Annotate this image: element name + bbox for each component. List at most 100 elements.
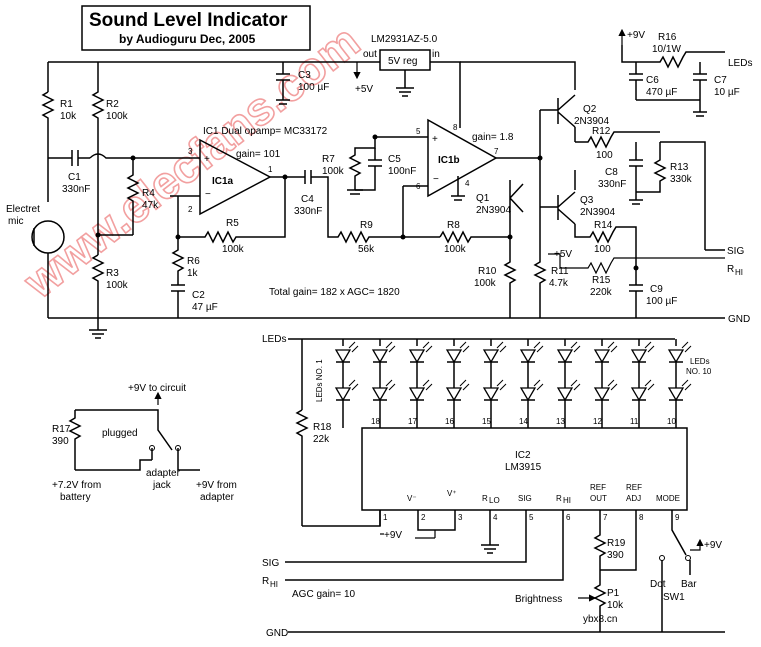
r16-value: 10/1W xyxy=(652,44,681,55)
leds-top: LEDs xyxy=(728,58,752,69)
c7-value: 10 µF xyxy=(714,87,740,98)
r17 xyxy=(68,410,82,470)
c4-name: C4 xyxy=(301,194,314,205)
r3 xyxy=(91,254,105,318)
r2-value: 100k xyxy=(106,111,129,122)
r18 xyxy=(295,409,309,526)
plus5-label: +5V xyxy=(355,84,373,95)
c1-to-opamp xyxy=(89,153,195,159)
pin-label-refout: REF xyxy=(590,483,606,492)
gnd-symbol xyxy=(89,318,107,339)
ic1-note: IC1 Dual opamp= MC33172 xyxy=(203,126,328,137)
power-switch[interactable] xyxy=(75,409,173,451)
ic2-pin-bottom: 7 xyxy=(603,513,608,522)
title: Sound Level Indicator xyxy=(89,10,288,31)
ic2-pin-top: 16 xyxy=(445,417,454,426)
ic2-pin-top: 18 xyxy=(371,417,380,426)
plus9-ic2: +9V xyxy=(384,530,402,541)
pin-label-sig: SIG xyxy=(518,494,532,503)
r1-name: R1 xyxy=(60,99,73,110)
ic2-pin-top: 14 xyxy=(519,417,528,426)
opamp-ic1a xyxy=(199,138,272,216)
c3-name: C3 xyxy=(298,70,311,81)
ic1a-label: IC1a xyxy=(212,176,234,187)
ic2-box xyxy=(361,427,688,511)
sw1[interactable] xyxy=(661,510,691,632)
leds-no1: LEDs NO. 1 xyxy=(315,359,324,402)
svg-text:5: 5 xyxy=(416,127,421,136)
svg-text:+: + xyxy=(204,154,210,165)
sw1-plus9: +9V xyxy=(704,540,722,551)
ic2-pin-top: 10 xyxy=(667,417,676,426)
gnd-label: GND xyxy=(728,314,750,325)
c1-value: 330nF xyxy=(62,184,90,195)
r18-name: R18 xyxy=(313,422,332,433)
r13-name: R13 xyxy=(670,162,689,173)
r3-name: R3 xyxy=(106,268,119,279)
title-box xyxy=(81,5,311,51)
ic2-pin-bottom: 1 xyxy=(383,513,388,522)
brightness-label: Brightness xyxy=(515,594,562,605)
led-column xyxy=(556,339,581,428)
r2-name: R2 xyxy=(106,99,119,110)
leds-no10-2: NO. 10 xyxy=(686,367,712,376)
svg-text:7: 7 xyxy=(494,147,499,156)
ic2-name: IC2 xyxy=(515,450,531,461)
r16 xyxy=(621,45,725,69)
r6 xyxy=(171,237,185,285)
battery-2: battery xyxy=(60,492,91,503)
led-column xyxy=(482,339,507,428)
total-gain: Total gain= 182 x AGC= 1820 xyxy=(269,287,400,298)
c8 xyxy=(629,142,643,205)
sig-ic2: SIG xyxy=(262,558,279,569)
plugged-label: plugged xyxy=(102,428,138,439)
c6-name: C6 xyxy=(646,75,659,86)
r9-name: R9 xyxy=(360,220,373,231)
ic2-pin-bottom: 5 xyxy=(529,513,534,522)
r17-value: 390 xyxy=(52,436,69,447)
ic2-gnd xyxy=(481,510,499,554)
c8-value: 330nF xyxy=(598,179,626,190)
r5-value: 100k xyxy=(222,244,245,255)
ic2-pin-bottom: 9 xyxy=(675,513,680,522)
gain2: gain= 1.8 xyxy=(472,132,514,143)
to-circuit: +9V to circuit xyxy=(128,383,186,394)
pin-label-refout-2: OUT xyxy=(590,494,607,503)
c5-name: C5 xyxy=(388,154,401,165)
svg-text:8: 8 xyxy=(453,123,458,132)
r18-value: 22k xyxy=(313,434,330,445)
c1 xyxy=(48,150,90,166)
c8-name: C8 xyxy=(605,167,618,178)
c4 xyxy=(304,170,312,184)
agc-gain: AGC gain= 10 xyxy=(292,589,356,600)
pin-label-vminus: V⁻ xyxy=(407,494,417,503)
r5-name: R5 xyxy=(226,218,239,229)
r9 xyxy=(311,176,440,244)
reg-in-to-q2 xyxy=(460,61,576,90)
rhi-ic2: R xyxy=(262,576,269,587)
r13-value: 330k xyxy=(670,174,693,185)
q2 xyxy=(540,94,576,128)
regulator-name: LM2931AZ-5.0 xyxy=(371,34,438,45)
r14-value: 100 xyxy=(594,244,611,255)
c9 xyxy=(629,268,643,318)
r10-value: 100k xyxy=(474,278,497,289)
r6-value: 1k xyxy=(187,268,199,279)
c6-value: 470 µF xyxy=(646,87,677,98)
sw1-name: SW1 xyxy=(663,592,685,603)
r16-name: R16 xyxy=(658,32,677,43)
svg-text:−: − xyxy=(433,174,439,185)
ic2-pin-top: 17 xyxy=(408,417,417,426)
adapter-jack-1: adapter xyxy=(146,468,181,479)
pin-label-vplus: V⁺ xyxy=(447,489,457,498)
led-column xyxy=(667,339,692,428)
svg-text:+: + xyxy=(432,134,438,145)
rhi-label: R xyxy=(727,264,734,275)
led-column xyxy=(371,339,396,428)
r8 xyxy=(439,230,510,244)
led-column xyxy=(519,339,544,428)
q3-name: Q3 xyxy=(580,195,594,206)
ic2-pin-bottom: 8 xyxy=(639,513,644,522)
p1-value: 10k xyxy=(607,600,624,611)
